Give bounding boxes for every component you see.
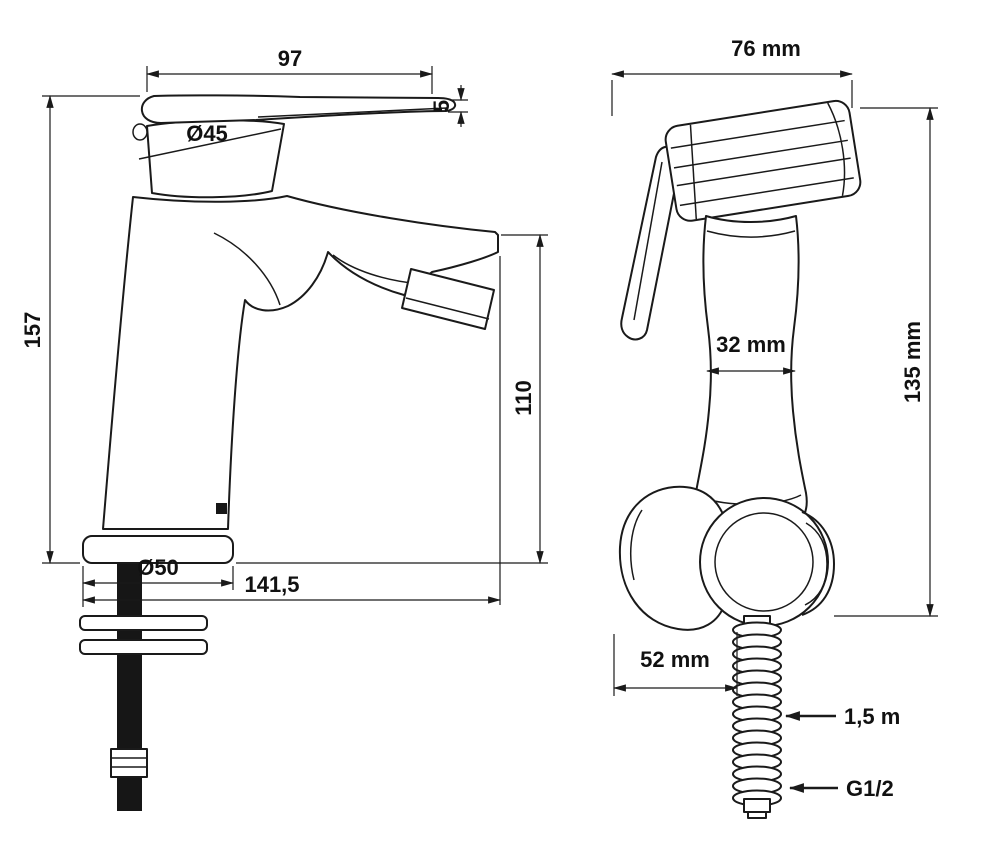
dim-spout-height: 110 [236,233,548,565]
label-hose-length: 1,5 m [844,704,900,729]
faucet-base-flange [82,535,234,564]
faucet-lever-handle [140,94,457,124]
dim-label-head-width: 76 mm [731,36,801,61]
faucet-mounting-plate-lower [79,639,208,655]
dim-head-width: 76 mm [610,36,854,116]
sprayer-hose-coil [732,615,782,819]
dim-sprayer-height: 135 mm [834,106,938,618]
sprayer-hose-fitting-end [747,811,767,819]
callout-hose-length: 1,5 m [784,704,900,729]
dim-label-handle-length: 97 [278,46,302,71]
faucet-view: Ø45 [79,94,499,811]
dim-label-sprayer-height: 135 mm [900,321,925,403]
faucet-body [102,195,499,530]
sprayer-holder-clip [801,511,835,616]
sprayer-holder-cup [699,497,829,627]
dim-total-height: 157 [20,94,140,565]
dim-holder-width: 52 mm [612,632,739,696]
sprayer-view [618,99,862,819]
faucet-dimensions: 97 5 157 110 Ø50 141,5 [20,46,548,607]
dim-handle-length: 97 [145,46,434,94]
dim-label-total-height: 157 [20,312,45,349]
dim-overall-depth: 141,5 [81,256,502,605]
sprayer-hose-fitting [743,798,771,813]
dim-label-overall-depth: 141,5 [244,572,299,597]
faucet-body-detail-line [213,232,281,306]
sprayer-dimensions: 76 mm 32 mm 135 mm 52 mm 1,5 m G1/2 [610,36,938,801]
dim-label-handle-tip-thickness: 5 [429,100,454,112]
extension-line [611,80,853,116]
sprayer-holder-clip-inner [804,522,828,606]
dim-handle-width: 32 mm [705,332,797,375]
dim-label-spout-height: 110 [511,380,536,416]
faucet-mounting-nut [110,748,148,778]
label-thread: G1/2 [846,776,894,801]
sprayer-head [664,99,862,222]
callout-thread: G1/2 [788,776,894,801]
dim-label-handle-width: 32 mm [716,332,786,357]
sprayer-holder-cup-inner [714,512,814,612]
dim-handle-tip-thickness: 5 [429,85,468,127]
dim-label-holder-width: 52 mm [640,647,710,672]
extension-line [834,107,938,617]
dim-label-base-diameter: Ø50 [137,555,179,580]
faucet-mounting-plate-upper [79,615,208,631]
faucet-set-screw [132,123,148,141]
dim-base-diameter: Ø50 [81,555,235,607]
faucet-brand-mark [216,503,227,514]
faucet-aerator [401,268,495,330]
dim-label-cartridge-diameter: Ø45 [186,121,228,146]
